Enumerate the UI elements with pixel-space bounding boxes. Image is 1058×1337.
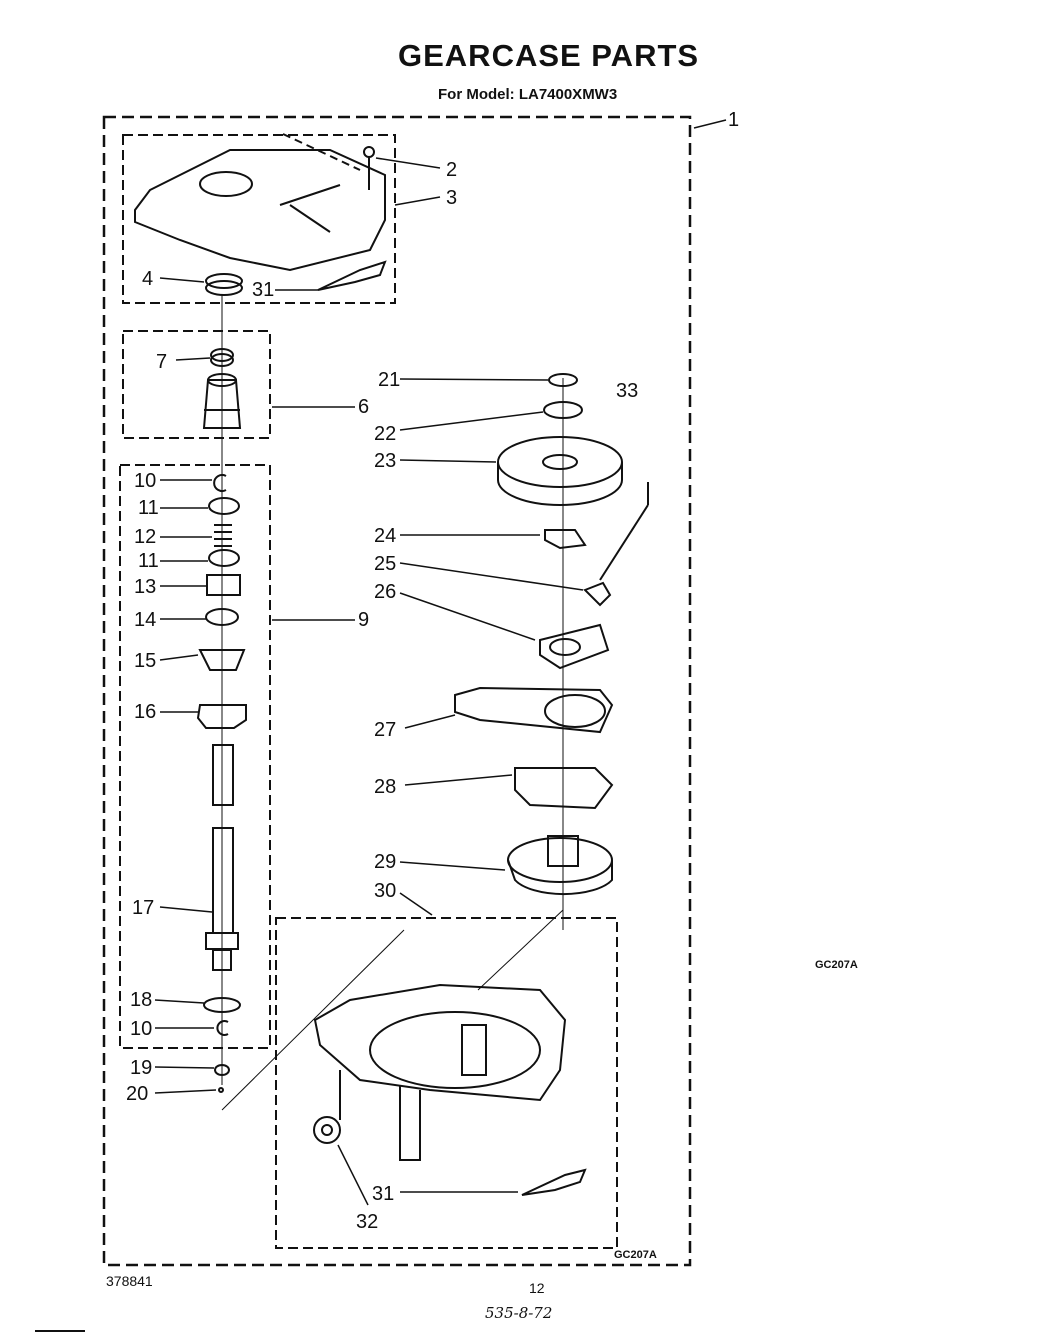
callout-33: 33 <box>616 380 638 402</box>
group-box-pinion <box>122 330 271 439</box>
callout-20: 20 <box>126 1083 148 1105</box>
callout-4: 4 <box>142 268 153 290</box>
callout-31-bottom: 31 <box>372 1183 394 1205</box>
callout-1: 1 <box>728 109 739 131</box>
callout-19: 19 <box>130 1057 152 1079</box>
callout-18: 18 <box>130 989 152 1011</box>
callout-30: 30 <box>374 880 396 902</box>
figure-code-outer: GC207A <box>815 959 858 971</box>
seal-part-4 <box>205 273 243 296</box>
group-box-cover <box>122 134 396 304</box>
assembly-border <box>102 115 692 1267</box>
right-stack-parts <box>454 373 649 896</box>
callout-31-top: 31 <box>252 279 274 301</box>
callout-26: 26 <box>374 581 396 603</box>
pinion-part-6 <box>202 373 242 429</box>
callout-10-top: 10 <box>134 470 156 492</box>
page-title: GEARCASE PARTS <box>398 38 700 73</box>
leader-lines <box>154 119 727 1206</box>
callout-29: 29 <box>374 851 396 873</box>
callout-28: 28 <box>374 776 396 798</box>
callout-12: 12 <box>134 526 156 548</box>
callout-13: 13 <box>134 576 156 598</box>
callout-11-top: 11 <box>138 497 159 519</box>
callout-22: 22 <box>374 423 396 445</box>
callout-15: 15 <box>134 650 156 672</box>
gearcase-body-part <box>313 983 567 1161</box>
callout-14: 14 <box>134 609 156 631</box>
callout-24: 24 <box>374 525 396 547</box>
callout-21: 21 <box>378 369 400 391</box>
grease-tube-part-31-bottom <box>521 1168 587 1196</box>
callout-27: 27 <box>374 719 396 741</box>
group-box-shaft <box>119 464 271 1049</box>
callout-11-bottom: 11 <box>138 550 159 572</box>
callout-16: 16 <box>134 701 156 723</box>
callout-10-bottom: 10 <box>130 1018 152 1040</box>
callout-25: 25 <box>374 553 396 575</box>
callout-2: 2 <box>446 159 457 181</box>
corner-mark <box>35 1330 85 1332</box>
callout-6: 6 <box>358 396 369 418</box>
shaft-stack-parts <box>196 474 247 1093</box>
document-number: 378841 <box>106 1273 153 1289</box>
page-number: 12 <box>529 1280 545 1296</box>
callout-17: 17 <box>132 897 154 919</box>
model-subtitle: For Model: LA7400XMW3 <box>438 86 618 103</box>
callout-3: 3 <box>446 187 457 209</box>
figure-code-inner: GC207A <box>614 1249 657 1261</box>
screw-part-2 <box>363 146 375 190</box>
group-box-gearcase <box>275 917 618 1249</box>
grease-tube-part-31-top <box>317 260 387 291</box>
handwritten-note: 535-8-72 <box>485 1304 553 1322</box>
gearcase-cover-part <box>134 133 386 272</box>
callout-9: 9 <box>358 609 369 631</box>
callout-7: 7 <box>156 351 167 373</box>
callout-23: 23 <box>374 450 396 472</box>
pinion-part-7 <box>210 348 234 367</box>
callout-32: 32 <box>356 1211 378 1233</box>
